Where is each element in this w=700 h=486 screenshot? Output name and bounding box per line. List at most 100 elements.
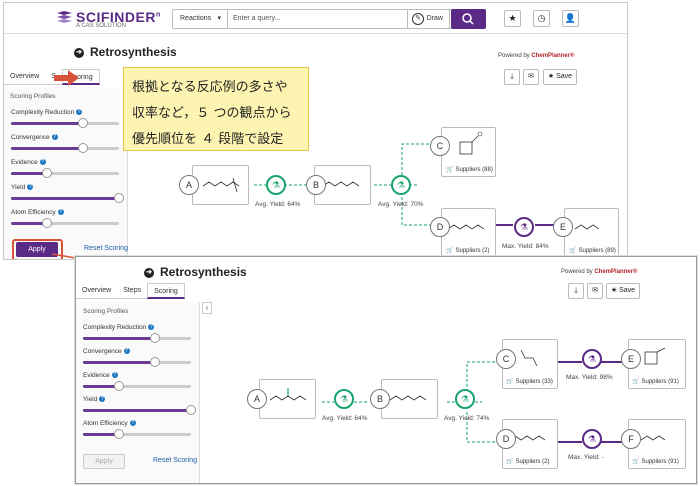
slider-knob[interactable]	[114, 193, 124, 203]
powered-by: Powered by ChemPlanner®	[498, 53, 574, 59]
slider-knob[interactable]	[113, 381, 124, 391]
tab-overview[interactable]: Overview	[4, 69, 46, 85]
node-d[interactable]: D	[430, 217, 450, 237]
profile-slider[interactable]	[83, 381, 191, 391]
profile-slider[interactable]	[11, 218, 119, 228]
reaction-flask-1[interactable]: ⚗	[266, 175, 286, 195]
tab-steps[interactable]: S	[45, 69, 62, 85]
email-button[interactable]: ✉	[587, 283, 603, 299]
info-icon[interactable]: ?	[123, 348, 130, 355]
molecule-e-card[interactable]: 🛒Suppliers (89)	[564, 208, 619, 258]
apply-button[interactable]: Apply	[83, 454, 125, 469]
search-type-select[interactable]: Reactions	[173, 10, 228, 28]
profile-slider[interactable]	[11, 118, 119, 128]
molecule-d-card[interactable]: 🛒Suppliers (2)	[441, 208, 496, 258]
slider-knob[interactable]	[41, 168, 52, 178]
reaction-flask-4[interactable]: ⚗	[582, 429, 602, 449]
reset-scoring-link[interactable]: Reset Scoring	[153, 457, 197, 464]
cart-icon: 🛒	[632, 459, 640, 465]
molecule-e-structure	[574, 224, 600, 230]
info-icon[interactable]: ?	[129, 420, 136, 427]
molecule-b-card[interactable]	[381, 379, 438, 419]
apply-button[interactable]: Apply	[16, 242, 58, 257]
download-button[interactable]: ⤓	[568, 283, 584, 299]
info-icon[interactable]: ?	[76, 109, 83, 116]
flask-icon: ⚗	[271, 180, 281, 190]
save-label: Save	[556, 73, 573, 80]
molecule-a-card[interactable]	[192, 165, 249, 205]
node-c[interactable]: C	[430, 136, 450, 156]
history-button[interactable]: ◷	[533, 10, 550, 27]
info-icon[interactable]: ?	[27, 184, 34, 191]
profile-slider[interactable]	[11, 143, 119, 153]
cart-icon: 🛒	[632, 379, 640, 385]
favorites-button[interactable]: ★	[504, 10, 521, 27]
slider-knob[interactable]	[150, 333, 161, 343]
suppliers-e[interactable]: 🛒Suppliers (91)	[632, 378, 679, 385]
suppliers-d-label: Suppliers (2)	[455, 248, 490, 254]
info-icon[interactable]: ?	[148, 324, 155, 331]
account-button[interactable]: 👤	[562, 10, 579, 27]
node-b[interactable]: B	[306, 175, 326, 195]
suppliers-f[interactable]: 🛒Suppliers (91)	[632, 458, 679, 465]
node-b[interactable]: B	[370, 389, 390, 409]
reaction-flask-2[interactable]: ⚗	[455, 389, 475, 409]
slider-knob[interactable]	[113, 429, 124, 439]
profile-slider[interactable]	[83, 429, 191, 439]
collapse-panel-button[interactable]: ‹	[202, 302, 212, 314]
search-submit-button[interactable]	[451, 9, 486, 29]
slider-knob[interactable]	[150, 357, 161, 367]
info-icon[interactable]: ?	[99, 396, 106, 403]
flask-icon: ⚗	[587, 354, 597, 364]
email-button[interactable]: ✉	[523, 69, 539, 85]
suppliers-e[interactable]: 🛒Suppliers (89)	[569, 247, 616, 254]
profile-slider[interactable]	[11, 193, 124, 203]
download-icon: ⤓	[510, 73, 514, 80]
profile-label: Atom Efficiency?	[11, 209, 64, 216]
draw-button[interactable]: ✎ Draw	[407, 9, 450, 29]
profile-slider[interactable]	[83, 333, 191, 343]
scifinder-logo[interactable]: SCIFINDERn A CAS SOLUTION	[57, 9, 161, 29]
slider-knob[interactable]	[78, 118, 89, 128]
reaction-flask-2[interactable]: ⚗	[391, 175, 411, 195]
reset-scoring-link[interactable]: Reset Scoring	[84, 245, 128, 252]
node-e[interactable]: E	[621, 349, 641, 369]
search-input[interactable]: Enter a query...	[233, 15, 281, 22]
info-icon[interactable]: ?	[57, 209, 64, 216]
reaction-flask-3[interactable]: ⚗	[514, 217, 534, 237]
reaction-flask-1[interactable]: ⚗	[334, 389, 354, 409]
save-button[interactable]: ★ Save	[606, 283, 640, 299]
save-button[interactable]: ★ Save	[543, 69, 577, 85]
node-f[interactable]: F	[621, 429, 641, 449]
tab-scoring[interactable]: Scoring	[147, 283, 185, 299]
profile-slider[interactable]	[83, 357, 191, 367]
suppliers-c[interactable]: 🛒Suppliers (88)	[446, 166, 493, 173]
slider-fill	[11, 197, 119, 200]
molecule-a-card[interactable]	[259, 379, 316, 419]
profile-label: Atom Efficiency?	[83, 420, 136, 427]
info-icon[interactable]: ?	[111, 372, 118, 379]
node-a[interactable]: A	[179, 175, 199, 195]
suppliers-c[interactable]: 🛒Suppliers (33)	[506, 378, 553, 385]
reaction-flask-3[interactable]: ⚗	[582, 349, 602, 369]
suppliers-d[interactable]: 🛒Suppliers (2)	[506, 458, 550, 465]
node-e[interactable]: E	[553, 217, 573, 237]
tab-steps[interactable]: Steps	[117, 283, 148, 299]
node-d[interactable]: D	[496, 429, 516, 449]
profile-slider[interactable]	[11, 168, 119, 178]
tab-overview[interactable]: Overview	[76, 283, 118, 299]
slider-knob[interactable]	[41, 218, 52, 228]
profile-label-text: Atom Efficiency	[83, 420, 128, 427]
info-icon[interactable]: ?	[51, 134, 58, 141]
molecule-b-structure	[389, 395, 427, 401]
profile-slider[interactable]	[83, 405, 196, 415]
profile-label: Yield?	[11, 184, 34, 191]
node-c[interactable]: C	[496, 349, 516, 369]
slider-knob[interactable]	[186, 405, 196, 415]
slider-knob[interactable]	[78, 143, 89, 153]
download-icon: ⤓	[574, 287, 578, 294]
info-icon[interactable]: ?	[39, 159, 46, 166]
node-a[interactable]: A	[247, 389, 267, 409]
suppliers-d[interactable]: 🛒Suppliers (2)	[446, 247, 490, 254]
download-button[interactable]: ⤓	[504, 69, 520, 85]
